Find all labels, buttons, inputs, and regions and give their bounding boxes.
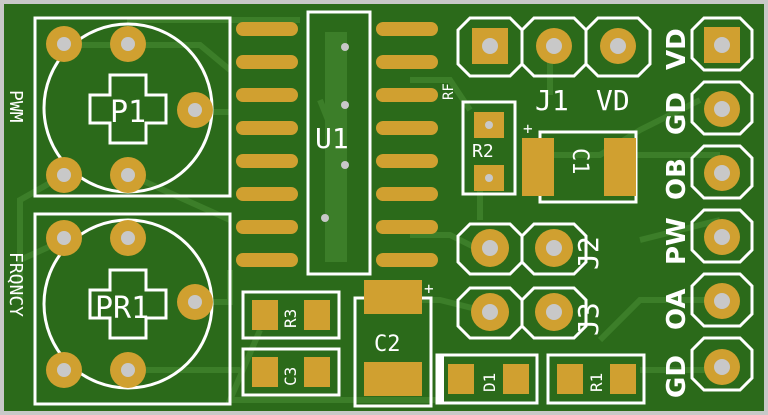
pin-label-4: PW [662, 217, 692, 265]
capacitor-c2 [353, 280, 433, 408]
label-c1: C1 [567, 148, 592, 175]
label-c2: C2 [374, 332, 401, 357]
label-pwm: PWM [5, 90, 26, 123]
connector-main-header [690, 16, 754, 392]
connector-j2-j3 [456, 222, 588, 340]
label-u1: U1 [315, 122, 349, 155]
pin-label-1: VD [662, 28, 692, 70]
label-r2: R2 [472, 141, 494, 162]
label-c3: C3 [281, 367, 300, 386]
label-c1-plus: + [523, 119, 533, 138]
label-d1: D1 [480, 373, 499, 392]
resistor-r1 [546, 353, 646, 405]
solder-mask [4, 4, 764, 411]
resistor-r2 [461, 100, 517, 196]
label-j1-vd: VD [596, 84, 630, 117]
label-j1: J1 [535, 84, 569, 117]
label-rf: RF [441, 83, 457, 100]
pin-label-5: OA [662, 288, 692, 330]
label-frqncy: FRQNCY [5, 252, 26, 317]
diode-d1 [435, 353, 539, 405]
pin-label-6: GD [662, 355, 692, 398]
label-r3: R3 [281, 309, 300, 328]
label-pr1: PR1 [95, 291, 149, 326]
resistor-r3 [241, 290, 341, 340]
label-j2: J2 [572, 236, 605, 270]
pin-label-2: GD [662, 92, 692, 135]
label-r1: R1 [587, 373, 606, 392]
ic-u1 [236, 10, 438, 276]
capacitor-c1 [522, 130, 638, 204]
potentiometer-p1 [33, 16, 232, 198]
potentiometer-pr1 [33, 212, 232, 406]
pin-label-3: OB [662, 158, 692, 200]
label-p1: P1 [110, 95, 146, 130]
label-c2-plus: + [424, 279, 434, 298]
label-j3: J3 [572, 302, 605, 336]
capacitor-c3 [241, 347, 341, 397]
connector-j1 [456, 16, 652, 78]
